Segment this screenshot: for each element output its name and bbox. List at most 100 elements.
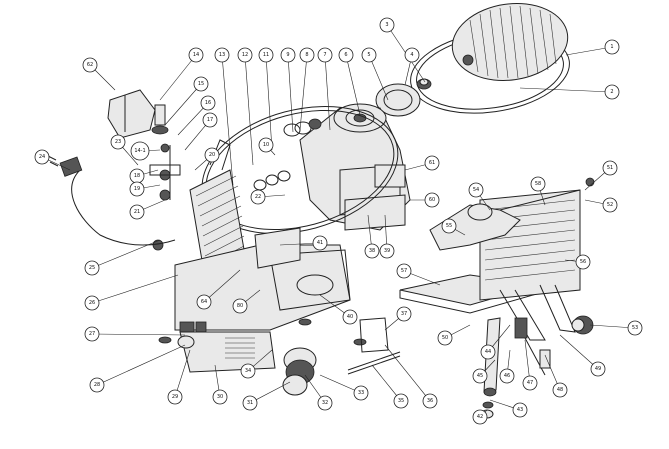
callout-bubble (129, 204, 145, 220)
callout-38: 38 (364, 214, 380, 259)
leader-line (345, 54, 361, 116)
callout-label: 51 (607, 165, 613, 171)
callout-45: 45 (472, 359, 496, 384)
leader-line (91, 239, 161, 269)
callout-label: 46 (504, 373, 510, 379)
callout-bubble (353, 385, 369, 401)
small-nut (416, 78, 432, 90)
callout-7: 7 (317, 47, 333, 131)
callout-44: 44 (480, 324, 511, 360)
leader-line (174, 349, 191, 398)
leader-line (91, 274, 179, 304)
callout-label: 31 (247, 400, 253, 406)
callout-62: 62 (82, 57, 116, 91)
callout-label: 38 (369, 248, 375, 254)
callout-label: 22 (255, 194, 261, 200)
callout-label: 28 (94, 382, 100, 388)
callout-label: 34 (245, 368, 251, 374)
callout-label: 27 (89, 331, 95, 337)
callout-label: 8 (305, 52, 308, 58)
callout-label: 4 (410, 52, 413, 58)
callout-label: 7 (323, 52, 326, 58)
callout-27: 27 (84, 326, 186, 342)
leader-line (371, 364, 402, 402)
ring-plate (375, 83, 421, 117)
callout-label: 49 (595, 366, 601, 372)
callout-bubble (499, 368, 515, 384)
callout-bubble (424, 155, 440, 171)
callout-layer: 123456789111213101415161714-123181920212… (34, 17, 643, 425)
carriage-knob (571, 315, 594, 335)
callout-label: 62 (87, 62, 93, 68)
leader-line (559, 334, 599, 370)
callout-label: 43 (517, 407, 523, 413)
callout-bubble (627, 320, 643, 336)
callout-3: 3 (379, 17, 426, 83)
leader-line (265, 54, 273, 151)
callout-5: 5 (361, 47, 389, 101)
callout-31: 31 (242, 381, 291, 411)
leader-line (203, 269, 241, 303)
callout-9: 9 (280, 47, 296, 133)
callout-36: 36 (384, 344, 438, 409)
callout-bubble (472, 409, 488, 425)
callout-bubble (214, 47, 230, 63)
callout-label: 50 (442, 335, 448, 341)
callout-bubble (512, 402, 528, 418)
callout-label: 11 (263, 52, 269, 58)
callout-21: 21 (129, 199, 166, 220)
callout-52: 52 (584, 197, 618, 213)
callout-28: 28 (89, 344, 186, 393)
callout-bubble (590, 361, 606, 377)
callout-bubble (437, 330, 453, 346)
callout-48: 48 (544, 354, 568, 398)
callout-label: 47 (527, 380, 533, 386)
callout-bubble (232, 298, 248, 314)
callout-label: 30 (217, 394, 223, 400)
leader-line (368, 54, 389, 101)
callout-bubble (604, 84, 620, 100)
leader-line (249, 381, 291, 404)
callout-29: 29 (167, 349, 191, 405)
callout-bubble (167, 389, 183, 405)
callout-label: 80 (237, 303, 243, 309)
callout-bubble (188, 47, 204, 63)
callout-label: 54 (473, 187, 479, 193)
leader-line (96, 344, 186, 386)
callout-label: 5 (367, 52, 370, 58)
callout-bubble (240, 363, 256, 379)
callout-bubble (258, 47, 274, 63)
callout-58: 58 (530, 176, 546, 206)
leader-line (324, 54, 331, 131)
callout-bubble (84, 295, 100, 311)
callout-label: 37 (401, 311, 407, 317)
callout-label: 2 (610, 89, 613, 95)
callout-55: 55 (441, 218, 466, 236)
callout-bubble (82, 57, 98, 73)
callout-30: 30 (212, 364, 228, 405)
callout-17: 17 (184, 112, 218, 151)
leader-line (159, 54, 197, 101)
callout-12: 12 (237, 47, 254, 166)
callout-25: 25 (84, 239, 161, 276)
callout-54: 54 (468, 182, 491, 211)
callout-label: 6 (344, 52, 347, 58)
callout-64: 64 (196, 269, 241, 310)
callout-bubble (379, 17, 395, 33)
callout-bubble (212, 389, 228, 405)
callout-label: 61 (429, 160, 435, 166)
callout-2: 2 (519, 84, 620, 100)
callout-57: 57 (396, 263, 441, 286)
callout-label: 42 (477, 414, 483, 420)
callout-16: 16 (177, 95, 216, 136)
callout-label: 39 (384, 248, 390, 254)
base-body (174, 227, 351, 373)
callout-37: 37 (384, 306, 412, 331)
callout-15: 15 (164, 76, 209, 126)
callout-bubble (472, 368, 488, 384)
callout-61: 61 (404, 155, 440, 171)
callout-label: 56 (580, 259, 586, 265)
power-cord (47, 155, 176, 246)
adjust-knob (282, 347, 317, 396)
